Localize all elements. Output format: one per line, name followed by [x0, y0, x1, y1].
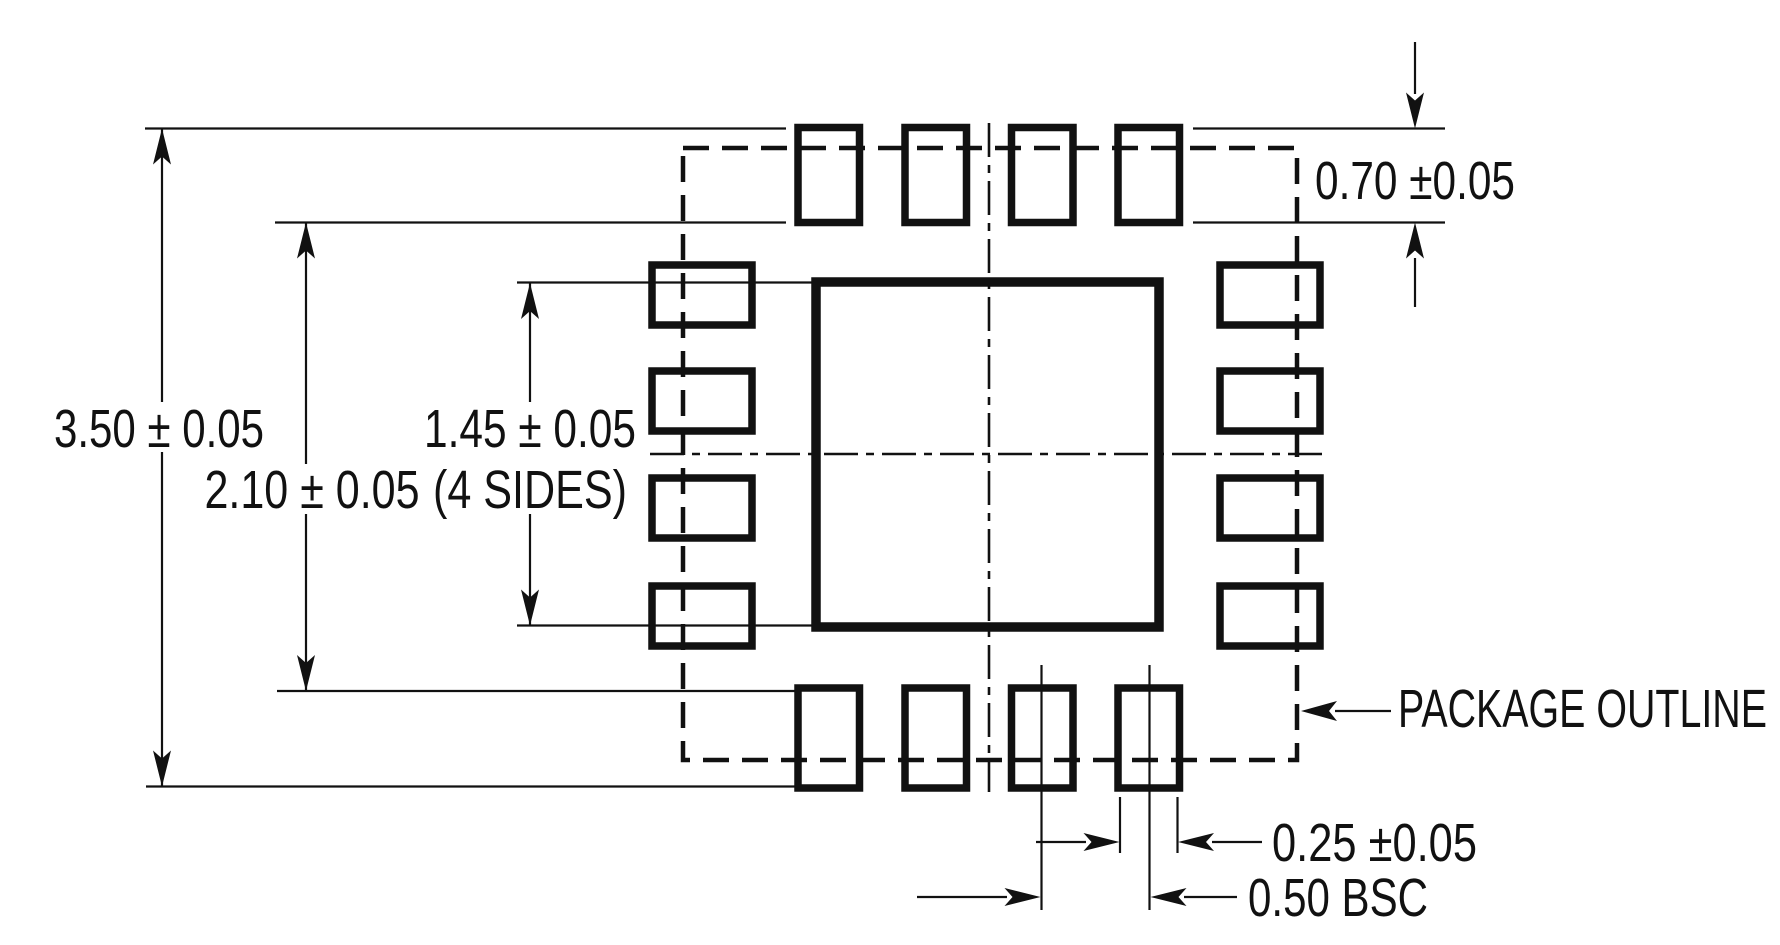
- centerlines: [650, 123, 1328, 792]
- left-pads: [648, 261, 756, 650]
- dim-pad-width: 0.25 ±0.05: [1036, 797, 1477, 873]
- dim-pad-length-label: 0.70 ±0.05: [1315, 151, 1515, 211]
- dim-inner-span-label: 2.10 ± 0.05: [205, 460, 420, 520]
- pad: [648, 367, 756, 435]
- pad: [1216, 474, 1324, 542]
- pad: [648, 582, 756, 650]
- dim-exposed-pad: 1.45 ± 0.05 (4 SIDES): [424, 283, 636, 626]
- dim-arrow-right: [1004, 888, 1041, 906]
- dim-overall-height-label: 3.50 ± 0.05: [54, 399, 264, 459]
- pad: [1114, 123, 1184, 227]
- dim-arrow-up: [297, 222, 315, 259]
- dim-arrow-down: [521, 589, 539, 626]
- pad: [648, 261, 756, 329]
- callout-package-outline: PACKAGE OUTLINE: [1301, 679, 1767, 739]
- callout-arrow-left: [1301, 701, 1337, 721]
- dim-overall-height: 3.50 ± 0.05: [54, 128, 264, 787]
- right-pads: [1216, 261, 1324, 650]
- dim-arrow-down: [1406, 92, 1424, 129]
- exposed-pad: [811, 277, 1164, 632]
- dim-arrow-down: [297, 655, 315, 691]
- pad: [901, 123, 971, 227]
- dim-pad-width-label: 0.25 ±0.05: [1272, 813, 1477, 873]
- pad: [794, 123, 864, 227]
- dim-arrow-left: [1150, 888, 1187, 906]
- dim-arrow-up: [153, 128, 171, 165]
- pad: [648, 474, 756, 542]
- pad: [1216, 261, 1324, 329]
- dim-inner-span: 2.10 ± 0.05: [205, 222, 420, 691]
- dim-exposed-pad-label: 1.45 ± 0.05: [424, 399, 636, 459]
- dim-arrow-up: [1406, 222, 1424, 259]
- callout-package-outline-label: PACKAGE OUTLINE: [1398, 679, 1767, 739]
- pad: [1007, 123, 1077, 227]
- top-pads: [794, 123, 1184, 227]
- dim-arrow-left: [1178, 833, 1214, 851]
- pad: [794, 684, 864, 792]
- dim-pad-length: 0.70 ±0.05: [1315, 42, 1515, 307]
- pad: [901, 684, 971, 792]
- dim-arrow-right: [1083, 833, 1120, 851]
- dim-pitch: 0.50 BSC: [917, 665, 1428, 928]
- dim-exposed-pad-note: (4 SIDES): [433, 460, 627, 520]
- dim-arrow-down: [153, 750, 171, 787]
- pad: [1216, 367, 1324, 435]
- dim-pitch-label: 0.50 BSC: [1248, 868, 1428, 928]
- dim-arrow-up: [521, 283, 539, 319]
- pad: [1216, 582, 1324, 650]
- extension-lines: [145, 127, 1445, 788]
